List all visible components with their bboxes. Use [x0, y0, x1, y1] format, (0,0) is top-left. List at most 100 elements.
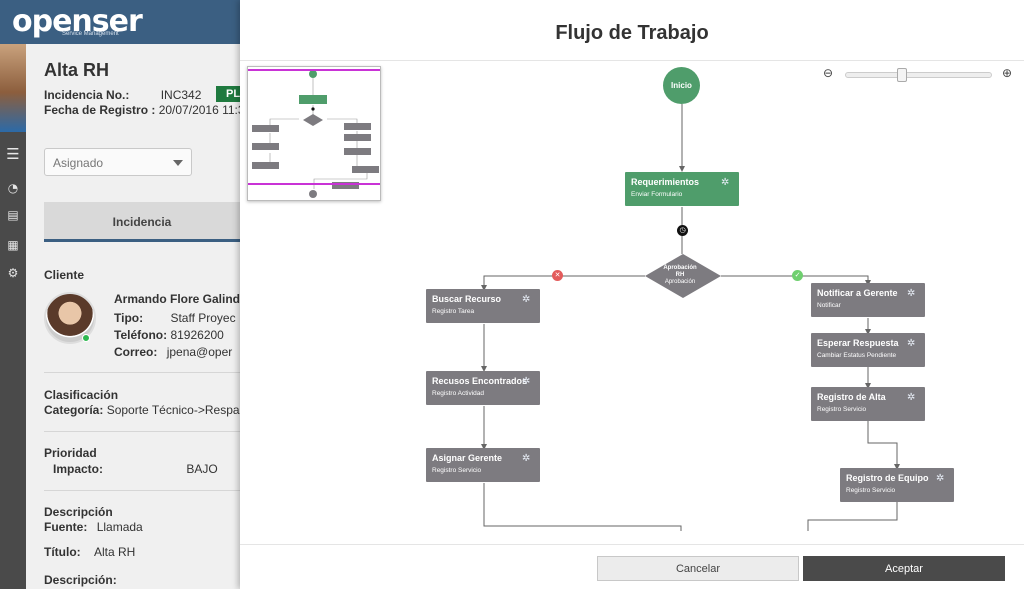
- flow-node-esperar-respuesta[interactable]: Esperar Respuesta Cambiar Estatus Pendie…: [811, 333, 925, 367]
- document-icon[interactable]: ▦: [7, 238, 19, 252]
- node-subtitle: Registro Servicio: [846, 487, 896, 494]
- minimap-node: [332, 182, 359, 189]
- flow-node-requerimientos[interactable]: Requerimientos Enviar Formulario ✲: [625, 172, 739, 206]
- minimap-node: [252, 125, 279, 132]
- zoom-slider-track[interactable]: [845, 72, 992, 78]
- minimap-node: [352, 166, 379, 173]
- connector-gateway-no: [483, 275, 645, 287]
- client-email-row: Correo: jpena@oper: [114, 345, 232, 359]
- modal-footer: Cancelar Aceptar: [240, 544, 1024, 589]
- node-title: Asignar Gerente: [432, 453, 503, 463]
- node-subtitle: Registro Actividad: [432, 390, 485, 397]
- categoria-label: Categoría:: [44, 403, 104, 417]
- zoom-slider-handle[interactable]: [897, 68, 908, 82]
- minimap-node: [299, 95, 327, 104]
- arrowhead: [481, 444, 487, 450]
- client-name: Armando Flore Galind: [114, 292, 240, 306]
- hamburger-icon[interactable]: ☰: [6, 145, 20, 163]
- gateway-title: Aprobación: [663, 265, 697, 271]
- zoom-out-icon[interactable]: ⊖: [823, 66, 834, 80]
- description-heading: Descripción: [44, 505, 113, 519]
- gear-cog-icon[interactable]: ✲: [936, 473, 945, 484]
- minimap-drawing: [252, 70, 379, 198]
- arrowhead: [865, 329, 871, 335]
- accept-button[interactable]: Aceptar: [803, 556, 1005, 581]
- minimap-node: [252, 143, 279, 150]
- minimap-viewport-top: [248, 69, 380, 71]
- date-value: 20/07/2016 11:3: [158, 103, 240, 117]
- node-subtitle: Registro Servicio: [432, 467, 482, 474]
- modal-title: Flujo de Trabajo: [555, 22, 709, 44]
- gateway-label[interactable]: Aprobación RH Aprobación: [650, 265, 710, 286]
- reject-path-icon: ✕: [552, 270, 563, 281]
- ticket-detail-pane: Alta RH Incidencia No.: INC342 PL Fecha …: [26, 44, 240, 589]
- gears-icon[interactable]: ⚙: [7, 266, 19, 280]
- arrowhead: [865, 383, 871, 389]
- incident-number-row: Incidencia No.: INC342: [44, 88, 201, 102]
- tipo-label: Tipo:: [114, 311, 144, 325]
- category-row: Categoría: Soporte Técnico->Respal: [44, 403, 240, 417]
- gear-cog-icon[interactable]: ✲: [721, 177, 730, 188]
- incident-label: Incidencia No.:: [44, 88, 130, 102]
- modal-header-divider: [240, 60, 1024, 61]
- minimap-node: [344, 134, 371, 141]
- gear-cog-icon[interactable]: ✲: [522, 294, 531, 305]
- gear-cog-icon[interactable]: ✲: [522, 453, 531, 464]
- minimap-viewport-bottom: [248, 183, 380, 185]
- client-type-row: Tipo: Staff Proyec: [114, 311, 236, 325]
- gear-cog-icon[interactable]: ✲: [907, 392, 916, 403]
- approve-path-icon: ✓: [792, 270, 803, 281]
- arrowhead: [481, 366, 487, 372]
- flow-node-asignar-gerente[interactable]: Asignar Gerente Registro Servicio ✲: [426, 448, 540, 482]
- node-subtitle: Registro Tarea: [432, 308, 475, 315]
- flow-node-registro-equipo[interactable]: Registro de Equipo Registro Servicio ✲: [840, 468, 954, 502]
- brand-tagline: Service Management: [62, 31, 119, 37]
- node-title: Requerimientos: [631, 177, 700, 187]
- minimap-gateway: [303, 114, 323, 126]
- workflow-minimap[interactable]: [247, 66, 381, 201]
- impacto-value: BAJO: [186, 462, 218, 476]
- description-label: Descripción:: [44, 573, 117, 587]
- user-avatar[interactable]: [0, 44, 26, 132]
- correo-value: jpena@oper: [166, 345, 233, 359]
- node-title: Buscar Recurso: [432, 294, 502, 304]
- zoom-in-icon[interactable]: ⊕: [1002, 66, 1013, 80]
- flow-node-notificar-gerente[interactable]: Notificar a Gerente Notificar ✲: [811, 283, 925, 317]
- arrowhead: [894, 464, 900, 470]
- cancel-button[interactable]: Cancelar: [597, 556, 799, 581]
- tab-incidencia[interactable]: Incidencia: [44, 202, 240, 242]
- categoria-value: Soporte Técnico->Respal: [106, 403, 240, 417]
- node-title: Registro de Alta: [817, 392, 886, 402]
- gear-cog-icon[interactable]: ✲: [907, 288, 916, 299]
- title-row: Título: Alta RH: [44, 545, 135, 559]
- minimap-node: [252, 162, 279, 169]
- icon-rail: ☰ ◔ ▤ ▦ ⚙: [0, 44, 26, 589]
- dashboard-icon[interactable]: ◔: [7, 181, 19, 195]
- connector-equipo-out: [807, 502, 898, 531]
- minimap-node: [344, 123, 371, 130]
- minimap-end: [309, 190, 317, 198]
- node-subtitle: Notificar: [817, 302, 841, 309]
- divider: [44, 431, 240, 432]
- flow-node-buscar-recurso[interactable]: Buscar Recurso Registro Tarea ✲: [426, 289, 540, 323]
- node-subtitle: Enviar Formulario: [631, 191, 683, 198]
- divider: [44, 372, 240, 373]
- node-title: Registro de Equipo: [846, 473, 929, 483]
- flow-node-registro-alta[interactable]: Registro de Alta Registro Servicio ✲: [811, 387, 925, 421]
- divider: [44, 490, 240, 491]
- arrowhead: [679, 166, 685, 172]
- status-select[interactable]: Asignado: [44, 148, 192, 176]
- workflow-canvas[interactable]: Inicio Requerimientos Enviar Formulario …: [240, 61, 1024, 544]
- brand-bar: openser Service Management: [0, 0, 240, 44]
- minimap-node: [344, 148, 371, 155]
- start-node[interactable]: Inicio: [663, 67, 700, 104]
- flow-node-recusos-encontrados[interactable]: Recusos Encontrados Registro Actividad ✲: [426, 371, 540, 405]
- workflow-modal: Flujo de Trabajo: [240, 0, 1024, 589]
- gear-cog-icon[interactable]: ✲: [907, 338, 916, 349]
- id-card-icon[interactable]: ▤: [7, 208, 19, 222]
- correo-label: Correo:: [114, 345, 158, 359]
- status-badge: PL: [216, 86, 240, 102]
- decision-clock-icon: ◷: [677, 225, 688, 236]
- gear-cog-icon[interactable]: ✲: [522, 376, 531, 387]
- registration-date-row: Fecha de Registro : 20/07/2016 11:3: [44, 103, 240, 117]
